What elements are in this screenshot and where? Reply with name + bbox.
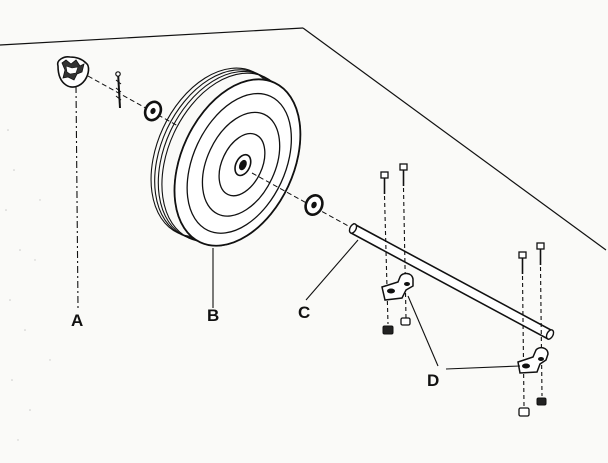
axle-icon: [348, 222, 555, 341]
paper-texture: [5, 129, 51, 441]
leader-line-d-2: [445, 365, 521, 370]
wheel-icon: [150, 67, 302, 247]
label-a: A: [71, 311, 83, 330]
label-d: D: [427, 371, 439, 390]
axis-line-a: [87, 75, 179, 127]
leader-line-a: [75, 85, 79, 309]
floor-edge-diagonal: [302, 27, 607, 251]
axis-line-b: [251, 172, 353, 229]
axle-bracket-icon: [380, 163, 414, 335]
leader-line-c: [305, 239, 359, 301]
leader-line-d-1: [407, 295, 439, 367]
label-c: C: [298, 303, 310, 322]
washer-inner-icon: [304, 194, 324, 216]
washer-outer-icon: [143, 100, 163, 122]
label-b: B: [207, 306, 219, 325]
floor-edge-top: [0, 27, 304, 46]
axle-bracket-icon: [517, 242, 549, 417]
cotter-pin-icon: [115, 71, 122, 109]
hub-cap-icon: [56, 56, 90, 88]
